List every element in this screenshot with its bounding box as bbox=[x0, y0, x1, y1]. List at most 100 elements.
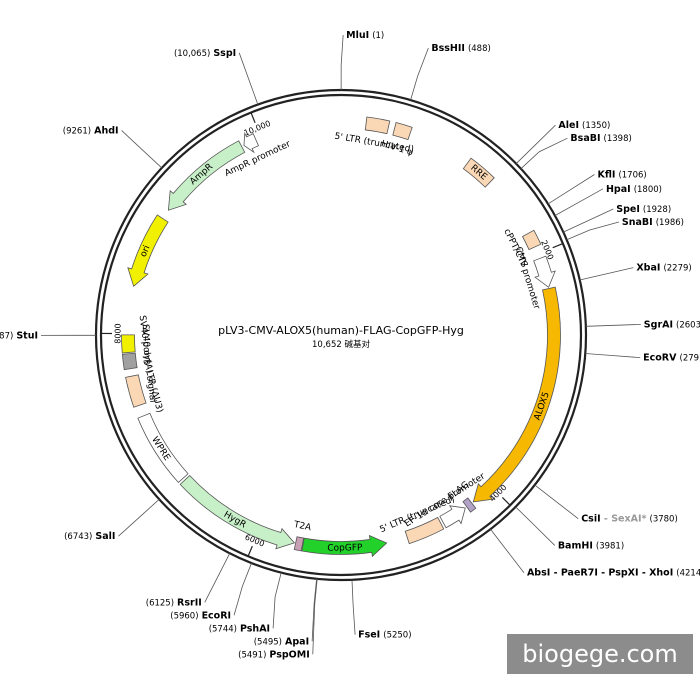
site-label: XbaI (2279) bbox=[636, 263, 691, 274]
site-leader-line bbox=[272, 572, 282, 629]
feature-flag bbox=[462, 497, 477, 513]
center-title: pLV3-CMV-ALOX5(human)-FLAG-CopGFP-Hyg 10… bbox=[218, 324, 464, 350]
site-position: (1) bbox=[372, 31, 384, 41]
site-label: CsiI - SexAI* (3780) bbox=[581, 514, 678, 525]
site-leader-line bbox=[340, 34, 344, 91]
site-position: (10,065) bbox=[174, 49, 210, 59]
site-leader-line bbox=[534, 484, 579, 519]
site-label: (9261) AhdI bbox=[63, 125, 119, 136]
site-label: (5495) ApaI bbox=[254, 636, 309, 647]
feature-sv40-ori bbox=[121, 334, 136, 354]
site-position: (1986) bbox=[656, 218, 684, 228]
site-name: AbsI - PaeR7I - PspXI - XhoI bbox=[527, 568, 673, 579]
site-label: (6743) SalI bbox=[64, 531, 115, 542]
site-label: AbsI - PaeR7I - PspXI - XhoI (4214) bbox=[527, 568, 700, 579]
site-leader-line bbox=[118, 498, 160, 537]
site-name: BssHII bbox=[431, 43, 465, 54]
feature-cppt-cts bbox=[521, 229, 542, 251]
feature-5-ltr-truncated bbox=[364, 116, 391, 135]
feature-copgfp bbox=[301, 534, 388, 558]
site-position: (3981) bbox=[596, 541, 624, 551]
tick-mark bbox=[247, 545, 253, 557]
site-position: (5744) bbox=[209, 624, 237, 634]
site-leader-line bbox=[121, 130, 163, 169]
site-position: (1350) bbox=[582, 121, 610, 131]
site-leader-line bbox=[515, 124, 556, 164]
site-name: AhdI bbox=[94, 125, 118, 136]
site-position: (9261) bbox=[63, 126, 91, 136]
site-position: (5495) bbox=[254, 637, 282, 647]
site-label: SpeI (1928) bbox=[616, 204, 671, 215]
site-name: SalI bbox=[95, 531, 115, 542]
site-label: SgrAI (2603) bbox=[644, 319, 700, 330]
feature-5-ltr-truncated bbox=[404, 516, 445, 545]
feature-alox5 bbox=[472, 286, 561, 503]
site-name: BsaBI bbox=[570, 133, 600, 144]
feature-t2a bbox=[293, 536, 305, 552]
site-label: SnaBI (1986) bbox=[622, 217, 684, 228]
site-position: (1928) bbox=[643, 205, 671, 215]
feature-label: SV40 ori bbox=[140, 324, 152, 362]
site-name: PspOMI bbox=[269, 649, 309, 660]
site-leader-line bbox=[351, 579, 356, 635]
plasmid-backbone bbox=[94, 88, 588, 582]
site-position: (2603) bbox=[676, 320, 700, 330]
feature-label: T2A bbox=[292, 520, 313, 534]
site-label: BsaBI (1398) bbox=[570, 133, 631, 144]
site-leader-line bbox=[579, 267, 634, 281]
site-position: (5250) bbox=[383, 631, 411, 641]
feature-ampr bbox=[167, 140, 246, 211]
site-name: XbaI bbox=[636, 263, 660, 274]
site-name: SnaBI bbox=[622, 217, 653, 228]
site-leader-line bbox=[563, 208, 614, 233]
site-leader-line bbox=[585, 323, 641, 327]
site-position: (7987) bbox=[0, 331, 13, 341]
site-name: CsiI bbox=[581, 514, 600, 525]
site-leader-line bbox=[204, 553, 231, 603]
feature-ori bbox=[127, 214, 169, 288]
watermark-logo: biogege.com bbox=[507, 634, 693, 674]
site-leader-line bbox=[490, 528, 525, 573]
site-name: HpaI bbox=[606, 184, 631, 195]
site-label: HpaI (1800) bbox=[606, 184, 662, 195]
site-position: (2279) bbox=[663, 264, 691, 274]
site-label: BamHI (3981) bbox=[558, 540, 624, 551]
site-position: (1398) bbox=[604, 134, 632, 144]
site-position: (1706) bbox=[618, 171, 646, 181]
site-leader-line bbox=[515, 506, 556, 546]
site-label: BssHII (488) bbox=[431, 43, 490, 54]
site-leader-line bbox=[233, 562, 252, 616]
site-leader-line bbox=[238, 52, 259, 105]
feature-wpre bbox=[137, 412, 189, 484]
backbone-inner-ring bbox=[99, 93, 583, 577]
restriction-sites: MluI (1) BssHII (488) AleI (1350) BsaBI (13… bbox=[0, 30, 700, 660]
feature-ef-1-core-promoter bbox=[439, 505, 466, 529]
site-name: RsrII bbox=[177, 597, 202, 608]
site-label: MluI (1) bbox=[346, 30, 384, 41]
feature-cmv-promoter bbox=[533, 255, 556, 288]
site-leader-line bbox=[547, 174, 595, 205]
site-name: KflI bbox=[597, 170, 615, 181]
site-leader-line bbox=[410, 47, 429, 101]
site-name: AleI bbox=[558, 120, 579, 131]
feature-label: CopGFP bbox=[327, 543, 363, 554]
site-label: (5491) PspOMI bbox=[238, 649, 310, 660]
site-position: (488) bbox=[468, 44, 491, 54]
site-label: FseI (5250) bbox=[358, 630, 411, 641]
feature-hiv-1 bbox=[392, 122, 413, 141]
site-leader-line bbox=[311, 578, 318, 642]
site-name: EcoRV bbox=[643, 353, 677, 364]
site-name: SexAI* bbox=[611, 514, 646, 525]
tick-mark bbox=[250, 112, 256, 123]
site-position: (4214) bbox=[676, 569, 700, 579]
site-label: (10,065) SspI bbox=[174, 48, 236, 59]
site-label: (5744) PshAI bbox=[209, 623, 270, 634]
site-position: (6743) bbox=[64, 532, 92, 542]
site-name: BamHI bbox=[558, 540, 593, 551]
feature-sv40-poly-a-signal bbox=[121, 352, 138, 371]
tick-label: 8000 bbox=[113, 323, 122, 343]
site-label: (6125) RsrII bbox=[146, 597, 202, 608]
feature-3-ltr-u3 bbox=[125, 374, 147, 408]
plasmid-size: 10,652 碱基对 bbox=[312, 339, 370, 350]
